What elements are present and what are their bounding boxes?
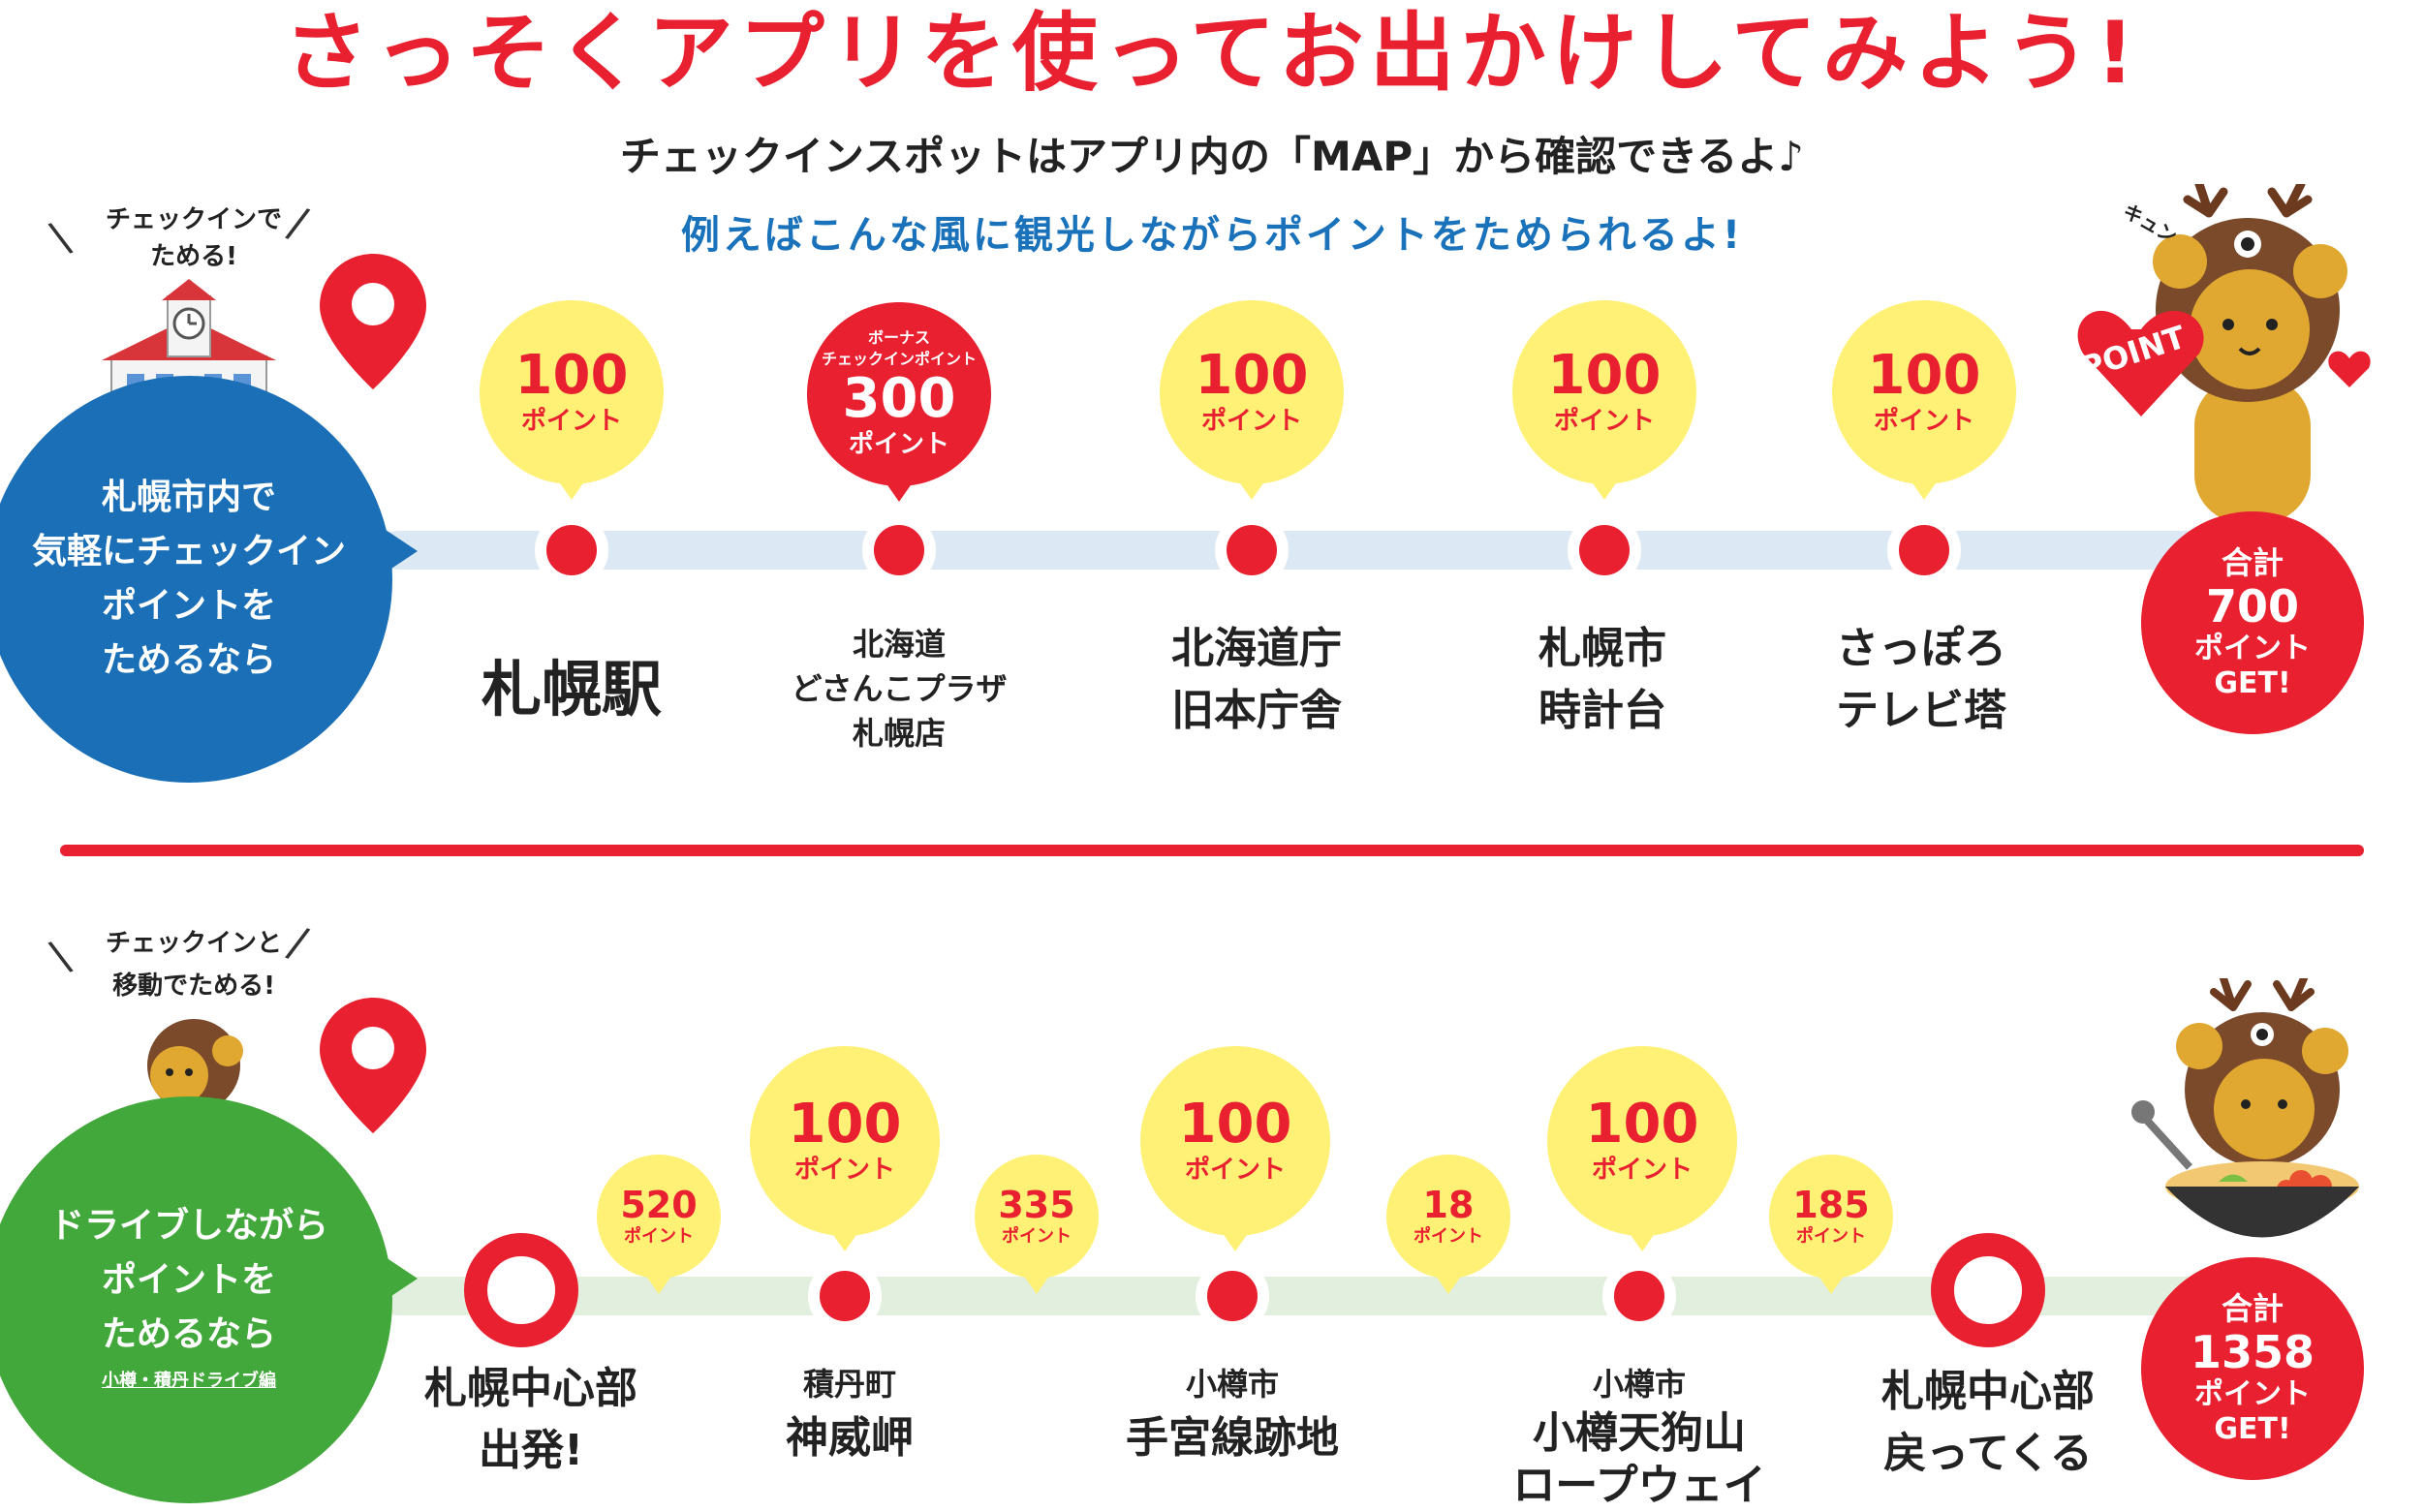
route1-stop5-points: 100 ポイント <box>1832 300 2016 500</box>
route2-tag-slash-left: \ <box>45 931 77 982</box>
route2-stopC-dot <box>1602 1259 1676 1333</box>
route2-start-name: 札幌中心部 出発! <box>424 1364 637 1475</box>
route2-leg2-points: 335 ポイント <box>975 1155 1099 1294</box>
route2-end-name: 札幌中心部 戻ってくる <box>1881 1367 2095 1478</box>
route2-stopC-points: 100 ポイント <box>1547 1046 1737 1251</box>
route2-stopC-name: 小樽市 小樽天狗山 ロープウェイ <box>1512 1366 1766 1510</box>
route2-stopA-dot <box>808 1259 882 1333</box>
route2-stopB-points: 100 ポイント <box>1140 1046 1330 1251</box>
route1-circle-tail <box>383 528 418 574</box>
route1-stop3-points: 100 ポイント <box>1160 300 1344 500</box>
route2-stopA-points: 100 ポイント <box>750 1046 940 1251</box>
route1-stop5-dot <box>1887 513 1961 587</box>
route1-stop4-name: 札幌市 時計台 <box>1538 624 1666 735</box>
deer-mascot-bowl-icon <box>2131 978 2359 1238</box>
page-lead: 例えばこんな風に観光しながらポイントをためられるよ! <box>680 213 1744 258</box>
route1-stop4-dot <box>1568 513 1641 587</box>
route2-end-ring <box>1931 1233 2045 1347</box>
route1-section: \ / チェックインで ためる! 札幌市内で 気軽にチェックイン ポイントを た… <box>0 184 2371 783</box>
route2-leg4-points: 185 ポイント <box>1769 1155 1893 1294</box>
deer-mascot-icon <box>2077 184 2371 523</box>
route1-intro-circle: 札幌市内で 気軽にチェックイン ポイントを ためるなら <box>0 376 392 783</box>
route1-total: 合計 700 ポイント GET! <box>2141 511 2364 734</box>
map-pin-icon <box>320 254 426 389</box>
route2-leg1-points: 520 ポイント <box>597 1155 721 1294</box>
route1-stop2-name: 北海道 どさんこプラザ 札幌店 <box>791 626 1008 752</box>
route1-tag: チェックインで ためる! <box>105 205 282 271</box>
route2-tag: チェックインと 移動でためる! <box>105 929 282 1001</box>
section-divider <box>60 845 2364 856</box>
route2-intro-circle: ドライブしながら ポイントを ためるなら 小樽・積丹ドライブ編 <box>0 1096 392 1503</box>
route2-stopA-name: 積丹町 神威岬 <box>786 1366 914 1463</box>
route1-stop1-dot <box>535 513 608 587</box>
route1-stop3-name: 北海道庁 旧本庁舎 <box>1171 624 1342 735</box>
route2-total: 合計 1358 ポイント GET! <box>2141 1257 2364 1480</box>
route1-stop5-name: さっぽろ テレビ塔 <box>1836 624 2006 735</box>
car-mascot-icon <box>107 1019 281 1189</box>
route1-tag-slash-left: \ <box>45 212 77 263</box>
route2-track <box>378 1277 2219 1315</box>
route1-stop2-bonus-points: ボーナス チェックインポイント 300 ポイント <box>807 302 991 502</box>
route2-stopB-dot <box>1196 1259 1269 1333</box>
page-title: さっそくアプリを使ってお出かけしてみよう! <box>283 3 2141 103</box>
route2-leg3-points: 18 ポイント <box>1386 1155 1510 1294</box>
route1-stop4-points: 100 ポイント <box>1512 300 1696 500</box>
route2-tag-slash-right: / <box>282 917 314 969</box>
route1-stop1-points: 100 ポイント <box>480 300 664 500</box>
route1-stop2-dot <box>862 513 936 587</box>
route2-circle-tail <box>383 1255 418 1302</box>
route2-start-ring <box>464 1233 578 1347</box>
route2-stopB-name: 小樽市 手宮線跡地 <box>1126 1366 1339 1463</box>
route1-stop3-dot <box>1215 513 1289 587</box>
map-pin-icon <box>320 998 426 1133</box>
page-subtitle: チェックインスポットはアプリ内の「MAP」から確認できるよ♪ <box>619 133 1805 180</box>
route1-stop1-name: 札幌駅 <box>481 654 663 725</box>
route2-circle-note: 小樽・積丹ドライブ編 <box>102 1371 276 1391</box>
